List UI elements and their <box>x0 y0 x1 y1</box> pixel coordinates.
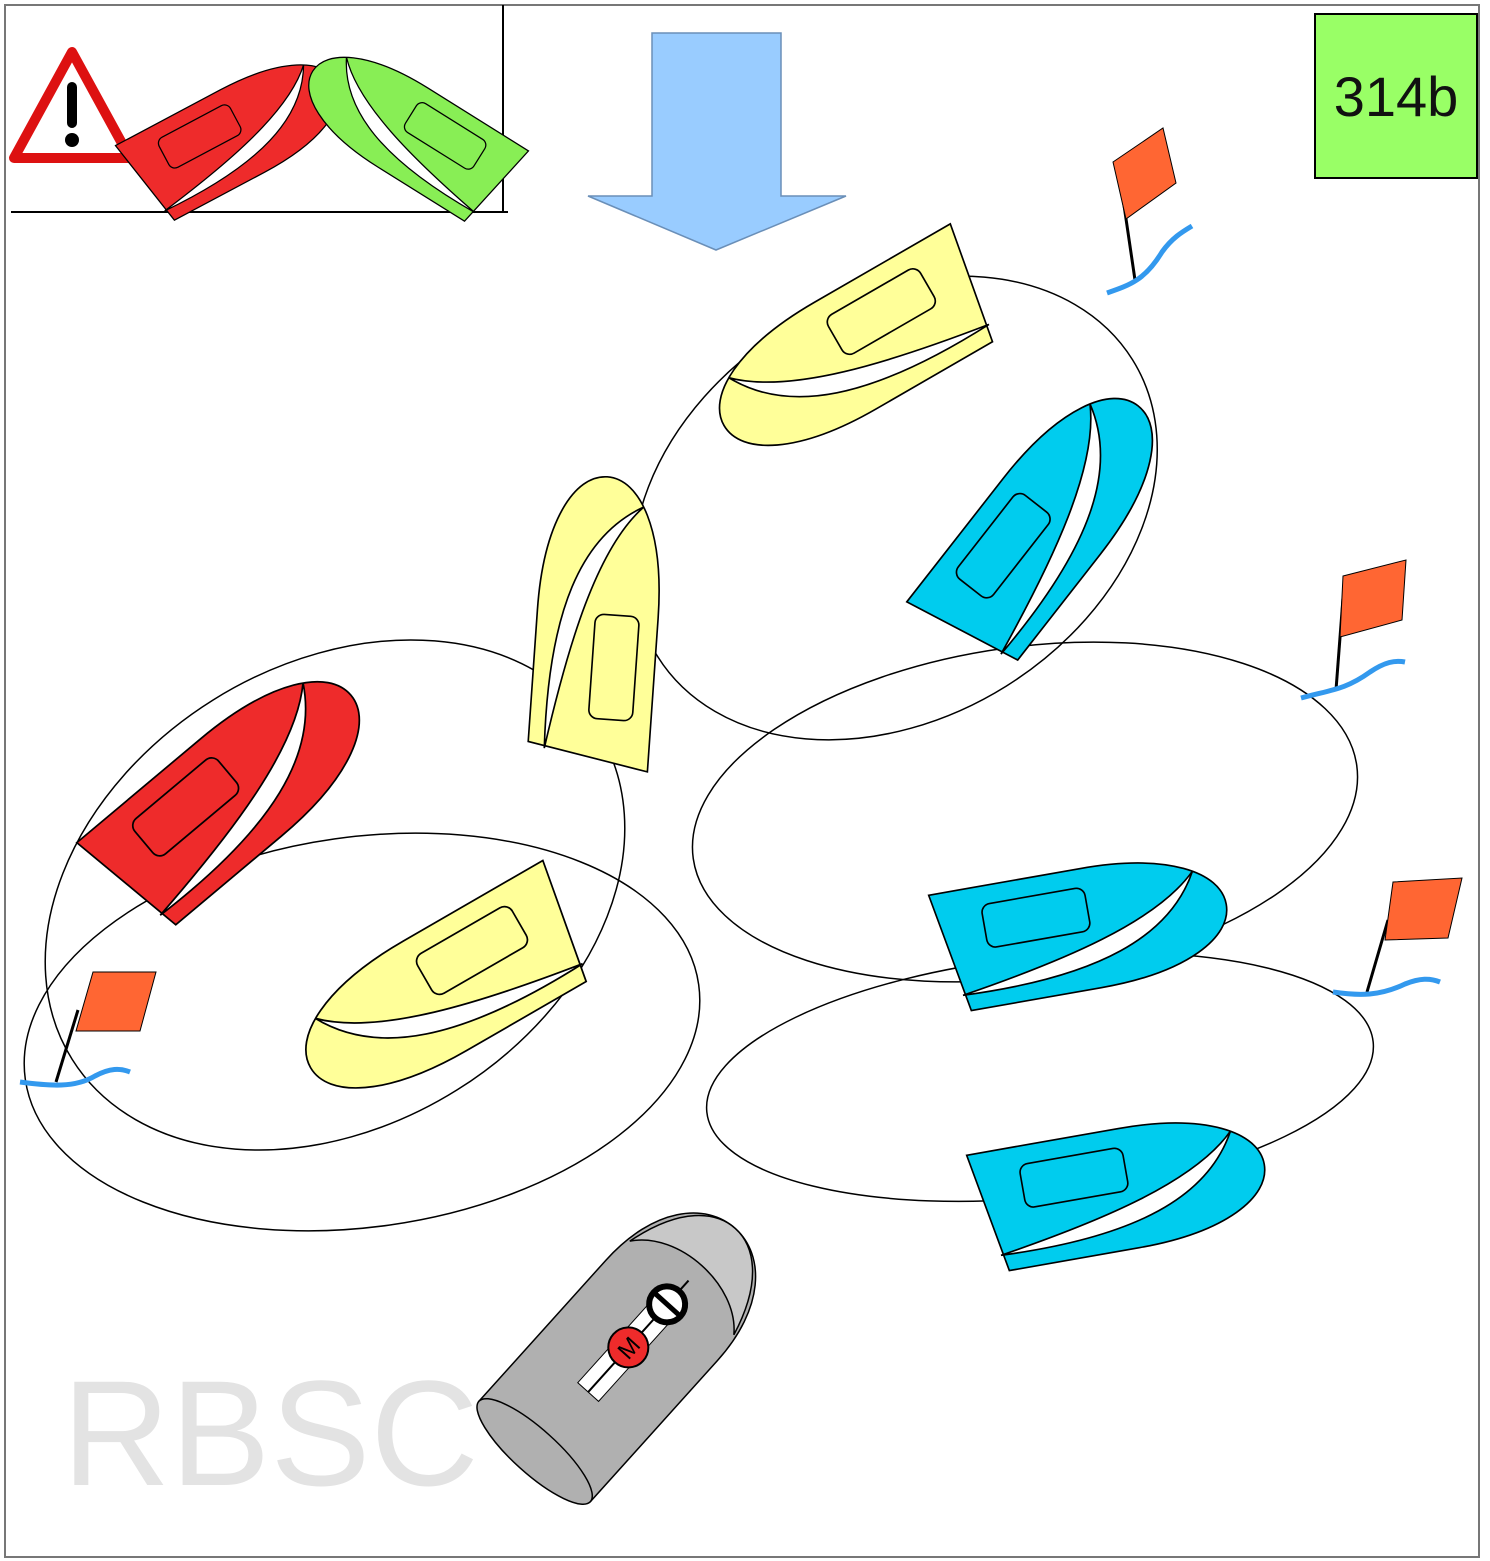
inset-panel <box>9 5 530 231</box>
mark-flag-icon <box>1332 877 1463 997</box>
diagram-number-badge: 314b <box>1314 13 1478 179</box>
wind-arrow-icon <box>587 32 847 251</box>
committee-boat-icon: M <box>476 1212 757 1506</box>
mark-flag-icon <box>19 971 157 1088</box>
track-paths <box>23 275 1375 1232</box>
yellow-boat <box>692 223 1013 480</box>
badge-label: 314b <box>1334 65 1459 128</box>
watermark-text: RBSC <box>62 1349 479 1517</box>
warning-icon <box>9 47 135 163</box>
diagram-border <box>4 4 1480 1558</box>
red-boat <box>75 645 393 941</box>
inset-green-boat <box>287 30 530 231</box>
blue-boat <box>927 843 1238 1016</box>
mark-flag-icon <box>1300 559 1407 701</box>
yellow-boat <box>525 471 669 773</box>
blue-boat <box>965 1103 1276 1276</box>
yellow-boat <box>278 859 607 1124</box>
committee-disc <box>607 1326 650 1369</box>
mark-flag-icon <box>1106 127 1194 296</box>
